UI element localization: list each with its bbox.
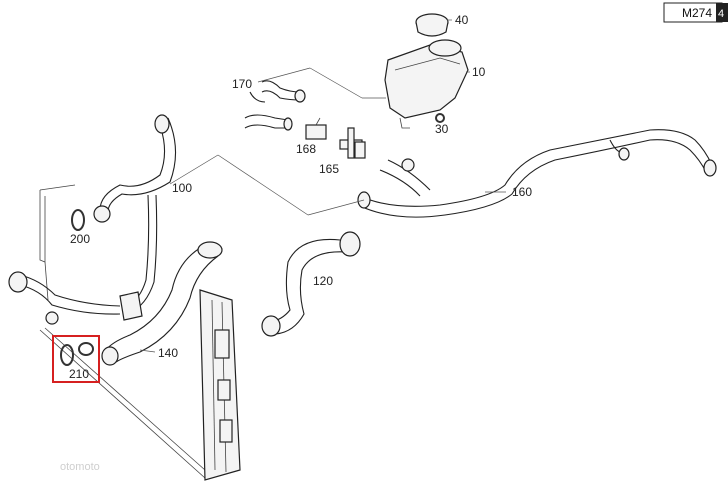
hose-140 [101,241,223,366]
radiator-outline [39,184,241,481]
hose-120 [261,231,361,337]
callout-40: 40 [455,13,469,27]
tank-cap [415,13,449,37]
callout-100: 100 [172,181,192,195]
o-ring-210 [60,342,94,366]
callout-170: 170 [232,77,252,91]
hose-100 [8,114,177,325]
callout-30: 30 [435,122,449,136]
model-badge-text: M274 [682,6,712,20]
connector-165 [339,127,366,159]
leader-lines [139,19,506,353]
callout-210: 210 [69,367,89,381]
watermark: otomoto [60,461,100,473]
seal-30 [435,113,445,123]
hose-160 [357,129,717,218]
o-ring-200 [71,209,85,231]
callout-168: 168 [296,142,316,156]
callout-10: 10 [472,65,486,79]
callout-120: 120 [313,274,333,288]
callout-160: 160 [512,185,532,199]
model-badge-icon: 4 [718,8,724,20]
callout-140: 140 [158,346,178,360]
model-badge: M274 4 [663,2,728,23]
hose-170 [244,80,306,131]
highlight-box-210 [52,335,100,383]
callout-165: 165 [319,162,339,176]
callout-200: 200 [70,232,90,246]
connector-168 [305,117,327,140]
expansion-tank [384,39,469,129]
